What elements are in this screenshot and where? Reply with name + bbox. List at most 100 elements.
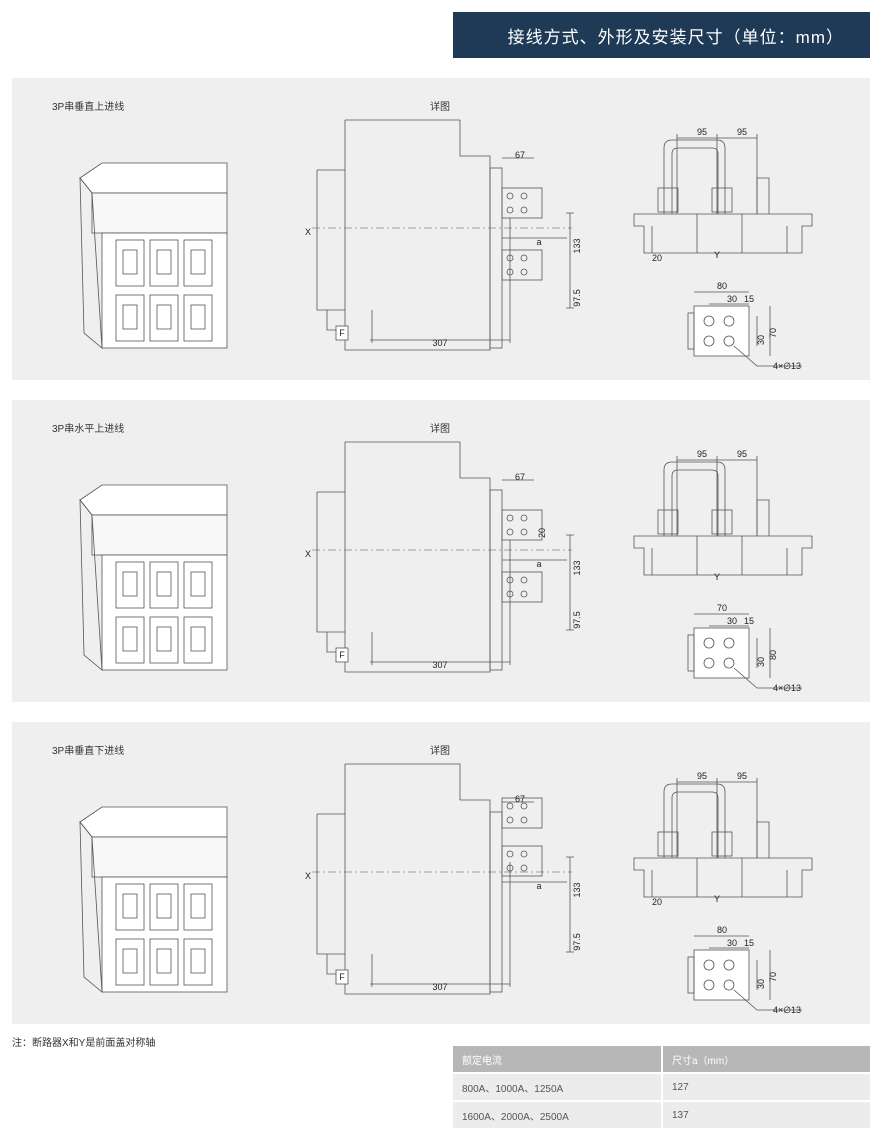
dimension-label: 30 [727, 616, 737, 626]
bolt-hole [520, 590, 528, 598]
f-box [335, 647, 349, 663]
terminal-slot [183, 239, 213, 287]
breaker-top [79, 162, 228, 194]
terminal-hole [723, 657, 735, 669]
table-row: 1600A、2000A、2500A 137 [453, 1100, 870, 1128]
bolt-hole [520, 268, 528, 276]
terminal-slot [149, 294, 179, 342]
header-dimension-a: 尺寸a（mm） [661, 1046, 870, 1073]
header-rated-current: 额定电流 [453, 1046, 662, 1073]
dimension-label: 30 [727, 294, 737, 304]
dimension-label: F [339, 328, 345, 338]
bolt-hole [520, 576, 528, 584]
f-box [335, 969, 349, 985]
front-view-busbars [663, 783, 770, 858]
terminal-slot [149, 239, 179, 287]
dimension-label: 80 [768, 650, 778, 660]
bolt-hole [506, 192, 514, 200]
side-view-front [489, 811, 503, 993]
clamp [711, 509, 733, 535]
front-view-base [633, 535, 813, 576]
dimension-label: 95 [697, 127, 707, 137]
busbar [501, 509, 543, 541]
dimension-label: 20 [652, 897, 662, 907]
dimension-label: Y [714, 250, 720, 260]
dimension-label: X [305, 549, 311, 559]
terminal-hole [703, 657, 715, 669]
dimension-label: 30 [727, 938, 737, 948]
bolt-hole [520, 254, 528, 262]
front-view-base [633, 857, 813, 898]
dimension-label: Y [714, 572, 720, 582]
terminal-slot [115, 561, 145, 609]
dimension-label: 133 [572, 560, 582, 575]
side-view-front [489, 167, 503, 349]
bolt-hole [506, 802, 514, 810]
bolt-hole [520, 514, 528, 522]
front-view-busbars [663, 461, 770, 536]
terminal-bus [122, 948, 138, 974]
dimension-label: 97.5 [572, 933, 582, 951]
terminal-slot [149, 616, 179, 664]
terminal-plate [693, 627, 750, 679]
rated-current-cell: 800A、1000A、1250A [453, 1072, 662, 1101]
terminal-slot [115, 883, 145, 931]
clamp [657, 831, 679, 857]
section-header: 接线方式、外形及安装尺寸（单位：mm） [453, 12, 870, 58]
terminal-plate [693, 949, 750, 1001]
bolt-hole [520, 802, 528, 810]
dimension-label: 20 [652, 253, 662, 263]
table-row: 800A、1000A、1250A 127 [453, 1072, 870, 1101]
dimension-label: F [339, 972, 345, 982]
dimension-label: 67 [515, 794, 525, 804]
terminal-hole [723, 637, 735, 649]
terminal-bus [190, 948, 206, 974]
terminal-plate-edge [687, 634, 695, 672]
dimension-label: 97.5 [572, 611, 582, 629]
dimension-label: 15 [744, 938, 754, 948]
bolt-hole [520, 192, 528, 200]
table-header-row: 额定电流 尺寸a（mm） [453, 1046, 870, 1073]
front-dimension-lines [676, 456, 758, 536]
footnote: 注：断路器X和Y是前面盖对称轴 [12, 1038, 156, 1049]
dimension-label: a [536, 881, 541, 891]
terminal-dimension-lines [694, 291, 802, 367]
terminal-hole [703, 315, 715, 327]
terminal-hole [723, 979, 735, 991]
dimension-label: 307 [432, 338, 447, 348]
terminal-slot [183, 561, 213, 609]
terminal-bus [122, 893, 138, 919]
dimension-label: X [305, 227, 311, 237]
bolt-hole [520, 850, 528, 858]
terminal-bus [190, 249, 206, 275]
dimension-label: 15 [744, 616, 754, 626]
terminal-dimension-lines [694, 935, 802, 1011]
dimension-label: 80 [717, 925, 727, 935]
dimension-label: 95 [697, 449, 707, 459]
bolt-hole [520, 528, 528, 536]
terminal-bus [122, 304, 138, 330]
bolt-hole [520, 816, 528, 824]
front-view-busbars [663, 139, 770, 214]
terminal-bus [156, 948, 172, 974]
rated-current-cell: 1600A、2000A、2500A [453, 1100, 662, 1128]
terminal-slot [149, 561, 179, 609]
busbar [501, 797, 543, 829]
dimension-table: 额定电流 尺寸a（mm） 800A、1000A、1250A 127 1600A、… [453, 1046, 870, 1128]
terminal-slot [149, 883, 179, 931]
terminal-slot [115, 938, 145, 986]
terminal-bus [190, 626, 206, 652]
terminal-bus [190, 893, 206, 919]
dimension-label: 30 [756, 979, 766, 989]
terminal-slot [115, 294, 145, 342]
detail-title: 详图 [430, 424, 450, 435]
terminal-plate-edge [687, 312, 695, 350]
side-view-body [316, 119, 491, 351]
terminal-hole [703, 979, 715, 991]
dimension-label: 95 [737, 449, 747, 459]
terminal-bus [156, 249, 172, 275]
terminal-slot [149, 938, 179, 986]
terminal-hole [703, 959, 715, 971]
